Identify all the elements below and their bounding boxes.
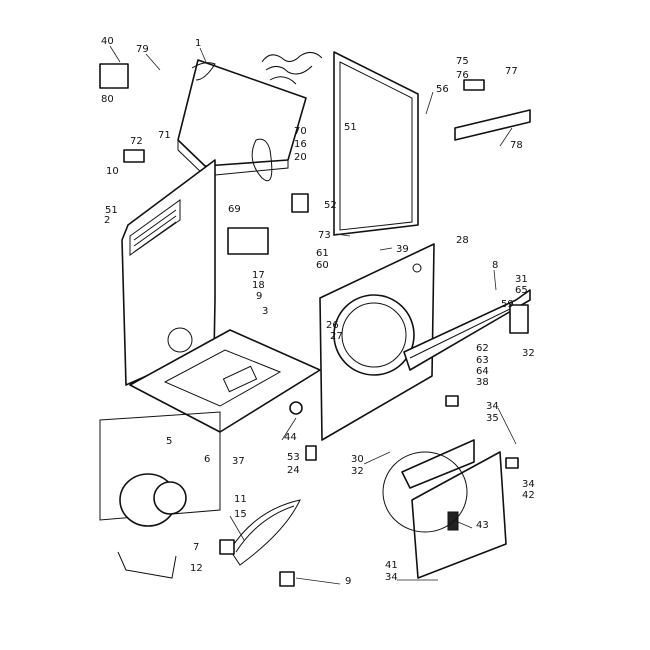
callout-labels: 40 79 1 80 72 71 10 51 2 70 16 20 69 17 …: [101, 36, 535, 587]
callout-43: 43: [476, 520, 489, 531]
callout-2: 2: [104, 215, 110, 226]
callout-9: 9: [256, 291, 262, 302]
callout-77: 77: [505, 66, 518, 77]
callout-40: 40: [101, 36, 114, 47]
callout-26: 26: [326, 320, 339, 331]
callout-62: 62: [476, 343, 489, 354]
callout-27: 27: [330, 331, 343, 342]
callout-51: 51: [105, 205, 118, 216]
callout-38: 38: [476, 377, 489, 388]
callout-3: 3: [262, 306, 268, 317]
callout-1: 1: [195, 38, 201, 49]
callout-34: 34: [486, 401, 499, 412]
callout-35: 35: [486, 413, 499, 424]
callout-6: 6: [204, 454, 210, 465]
leader-lines: [109, 45, 517, 585]
callout-34b: 34: [522, 479, 535, 490]
callout-32: 32: [522, 348, 535, 359]
callout-16: 16: [294, 139, 307, 150]
callout-80: 80: [101, 94, 114, 105]
callout-24: 24: [287, 465, 300, 476]
callout-44: 44: [284, 432, 297, 443]
callout-31: 31: [515, 274, 528, 285]
callout-59: 59: [501, 299, 514, 310]
rear-panel: [333, 51, 419, 236]
callout-65: 65: [515, 285, 528, 296]
callout-63: 63: [476, 355, 489, 366]
callout-71: 71: [158, 130, 171, 141]
callout-28: 28: [456, 235, 469, 246]
left-side-panel: [121, 159, 216, 386]
callout-79: 79: [136, 44, 149, 55]
callout-41: 41: [385, 560, 398, 571]
callout-9b: 9: [345, 576, 351, 587]
callout-30: 30: [351, 454, 364, 465]
callout-34c: 34: [385, 572, 398, 583]
callout-56: 56: [436, 84, 449, 95]
callout-76: 76: [456, 70, 469, 81]
callout-60: 60: [316, 260, 329, 271]
callout-53: 53: [287, 452, 300, 463]
callout-32b: 32: [351, 466, 364, 477]
motor-assembly: [99, 411, 221, 579]
callout-78: 78: [510, 140, 523, 151]
callout-69: 69: [228, 204, 241, 215]
callout-17: 17: [252, 270, 265, 281]
base: [129, 329, 321, 433]
callout-10: 10: [106, 166, 119, 177]
callout-51b: 51: [344, 122, 357, 133]
callout-8: 8: [492, 260, 498, 271]
callout-12: 12: [190, 563, 203, 574]
callout-11: 11: [234, 494, 247, 505]
callout-75: 75: [456, 56, 469, 67]
callout-5: 5: [166, 436, 172, 447]
callout-72: 72: [130, 136, 143, 147]
callout-7: 7: [193, 542, 199, 553]
callout-20: 20: [294, 152, 307, 163]
callout-64: 64: [476, 366, 489, 377]
callout-52: 52: [324, 200, 337, 211]
callout-70: 70: [294, 126, 307, 137]
callout-15: 15: [234, 509, 247, 520]
top-brace: [403, 289, 531, 371]
door: [382, 439, 507, 579]
callout-18: 18: [252, 280, 265, 291]
front-panel: [319, 243, 435, 441]
callout-39: 39: [396, 244, 409, 255]
callout-73: 73: [318, 230, 331, 241]
drive-belt: [229, 499, 301, 566]
small-parts: [99, 63, 531, 587]
wiring-harness: [251, 52, 323, 182]
callout-42: 42: [522, 490, 535, 501]
callout-37: 37: [232, 456, 245, 467]
callout-61: 61: [316, 248, 329, 259]
